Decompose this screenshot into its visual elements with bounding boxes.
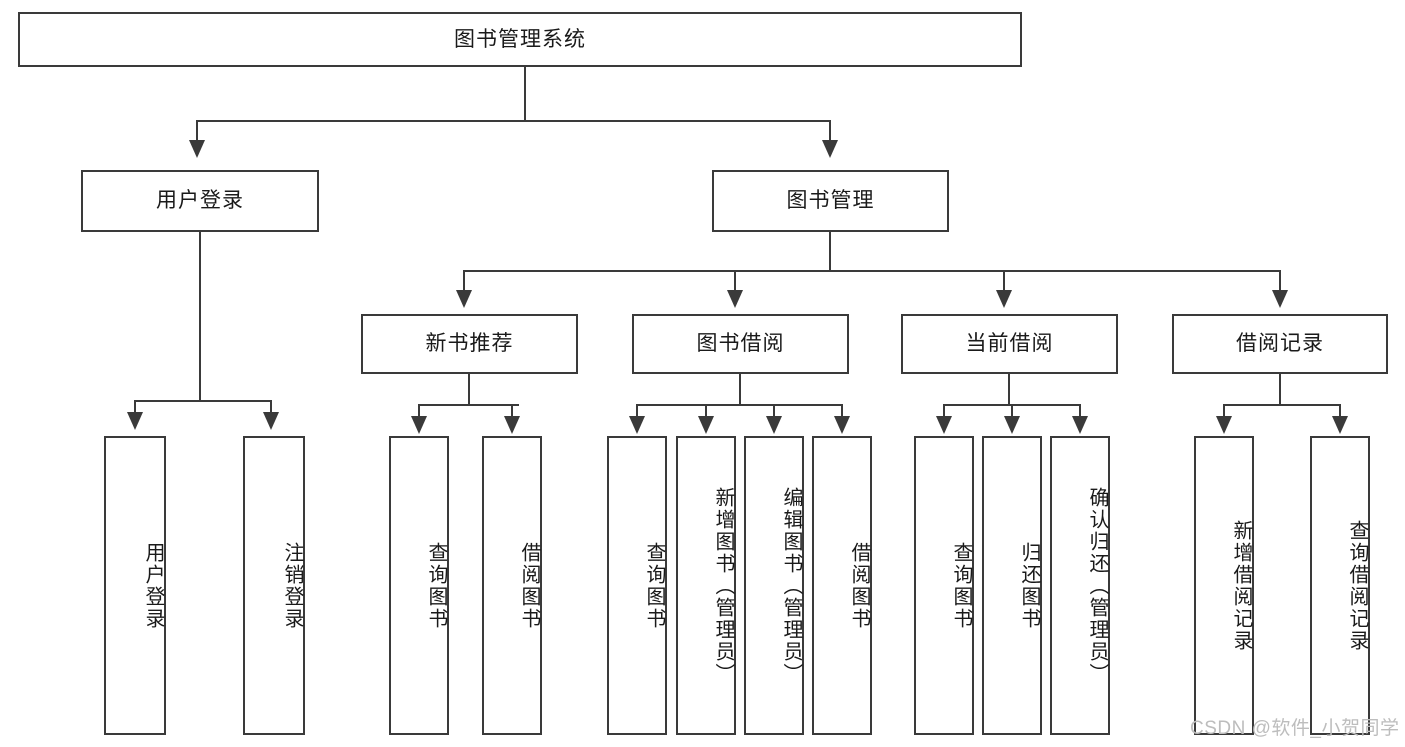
- node-book-management[interactable]: 图书管理: [712, 170, 949, 232]
- node-label: 借阅图书: [518, 541, 540, 630]
- node-label: 查询图书: [425, 541, 447, 630]
- leaf-current-borrow-return[interactable]: 归还图书: [982, 436, 1042, 735]
- csdn-watermark: CSDN @软件_小贺同学: [1190, 718, 1400, 739]
- node-root-system[interactable]: 图书管理系统: [18, 12, 1022, 67]
- connector-book-manage-bar: [463, 270, 1281, 272]
- connector-borrow-record-drop-1: [1223, 404, 1225, 418]
- arrow-new-book-leaf-1: [411, 416, 427, 434]
- arrow-borrow-record-leaf-1: [1216, 416, 1232, 434]
- node-borrow-record[interactable]: 借阅记录: [1172, 314, 1388, 374]
- node-label: 确认归还（管理员）: [1086, 486, 1108, 685]
- leaf-user-login-login[interactable]: 用户登录: [104, 436, 166, 735]
- connector-root-bar: [196, 120, 830, 122]
- node-label: 用户登录: [156, 189, 244, 213]
- connector-root-to-book-manage: [829, 120, 831, 142]
- arrow-root-to-book-manage: [822, 140, 838, 158]
- arrow-book-manage-to-borrow-record: [1272, 290, 1288, 308]
- connector-user-login-drop-1: [134, 400, 136, 414]
- arrow-book-manage-to-current-borrow: [996, 290, 1012, 308]
- arrow-new-book-leaf-2: [504, 416, 520, 434]
- arrow-user-login-leaf-1: [127, 412, 143, 430]
- arrow-book-borrow-leaf-2: [698, 416, 714, 434]
- connector-borrow-record-drop-2: [1339, 404, 1341, 418]
- connector-book-manage-drop-2: [734, 270, 736, 292]
- leaf-book-borrow-borrow[interactable]: 借阅图书: [812, 436, 872, 735]
- arrow-borrow-record-leaf-2: [1332, 416, 1348, 434]
- connector-book-borrow-drop-1: [636, 404, 638, 418]
- connector-current-borrow-stem: [1008, 374, 1010, 406]
- node-book-borrow[interactable]: 图书借阅: [632, 314, 849, 374]
- leaf-book-borrow-add[interactable]: 新增图书（管理员）: [676, 436, 736, 735]
- node-label: 查询图书: [643, 541, 665, 630]
- leaf-book-borrow-query[interactable]: 查询图书: [607, 436, 667, 735]
- node-label: 新增图书（管理员）: [712, 486, 734, 685]
- arrow-current-borrow-leaf-2: [1004, 416, 1020, 434]
- leaf-new-book-borrow[interactable]: 借阅图书: [482, 436, 542, 735]
- node-label: 图书管理: [786, 189, 875, 213]
- node-label: 查询借阅记录: [1346, 519, 1368, 652]
- connector-root-stem: [524, 67, 526, 121]
- node-label: 当前借阅: [965, 332, 1054, 356]
- connector-book-borrow-drop-2: [705, 404, 707, 418]
- leaf-borrow-record-query[interactable]: 查询借阅记录: [1310, 436, 1370, 735]
- node-new-book-recommend[interactable]: 新书推荐: [361, 314, 578, 374]
- connector-user-login-stem: [199, 232, 201, 402]
- node-label: 图书管理系统: [454, 27, 586, 51]
- connector-book-borrow-bar: [636, 404, 843, 406]
- node-label: 查询图书: [950, 541, 972, 630]
- connector-new-book-drop-1: [418, 404, 420, 418]
- node-current-borrow[interactable]: 当前借阅: [901, 314, 1118, 374]
- arrow-book-borrow-leaf-1: [629, 416, 645, 434]
- node-label: 归还图书: [1018, 541, 1040, 630]
- arrow-book-borrow-leaf-4: [834, 416, 850, 434]
- node-label: 新书推荐: [425, 332, 514, 356]
- leaf-borrow-record-add[interactable]: 新增借阅记录: [1194, 436, 1254, 735]
- connector-book-borrow-drop-4: [841, 404, 843, 418]
- connector-current-borrow-drop-3: [1079, 404, 1081, 418]
- connector-user-login-bar: [134, 400, 270, 402]
- node-user-login[interactable]: 用户登录: [81, 170, 319, 232]
- connector-book-manage-drop-4: [1279, 270, 1281, 292]
- arrow-user-login-leaf-2: [263, 412, 279, 430]
- leaf-new-book-query[interactable]: 查询图书: [389, 436, 449, 735]
- leaf-current-borrow-confirm-return[interactable]: 确认归还（管理员）: [1050, 436, 1110, 735]
- node-label: 图书借阅: [696, 332, 785, 356]
- node-label: 编辑图书（管理员）: [780, 486, 802, 685]
- connector-current-borrow-drop-1: [943, 404, 945, 418]
- connector-book-manage-stem: [829, 232, 831, 272]
- node-label: 新增借阅记录: [1230, 519, 1252, 652]
- connector-book-manage-drop-1: [463, 270, 465, 292]
- connector-borrow-record-stem: [1279, 374, 1281, 406]
- node-label: 借阅记录: [1236, 332, 1324, 356]
- connector-book-manage-drop-3: [1003, 270, 1005, 292]
- arrow-root-to-user-login: [189, 140, 205, 158]
- connector-borrow-record-bar: [1223, 404, 1340, 406]
- arrow-book-manage-to-new-book: [456, 290, 472, 308]
- node-label: 用户登录: [142, 541, 164, 630]
- connector-user-login-drop-2: [270, 400, 272, 414]
- connector-book-borrow-drop-3: [773, 404, 775, 418]
- leaf-book-borrow-edit[interactable]: 编辑图书（管理员）: [744, 436, 804, 735]
- connector-new-book-drop-2: [511, 404, 513, 418]
- leaf-user-login-logout[interactable]: 注销登录: [243, 436, 305, 735]
- node-label: 借阅图书: [848, 541, 870, 630]
- connector-current-borrow-drop-2: [1011, 404, 1013, 418]
- arrow-current-borrow-leaf-1: [936, 416, 952, 434]
- leaf-current-borrow-query[interactable]: 查询图书: [914, 436, 974, 735]
- arrow-book-manage-to-book-borrow: [727, 290, 743, 308]
- arrow-book-borrow-leaf-3: [766, 416, 782, 434]
- connector-new-book-stem: [468, 374, 470, 406]
- connector-book-borrow-stem: [739, 374, 741, 406]
- connector-new-book-bar: [418, 404, 519, 406]
- connector-root-to-user-login: [196, 120, 198, 142]
- node-label: 注销登录: [281, 541, 303, 630]
- arrow-current-borrow-leaf-3: [1072, 416, 1088, 434]
